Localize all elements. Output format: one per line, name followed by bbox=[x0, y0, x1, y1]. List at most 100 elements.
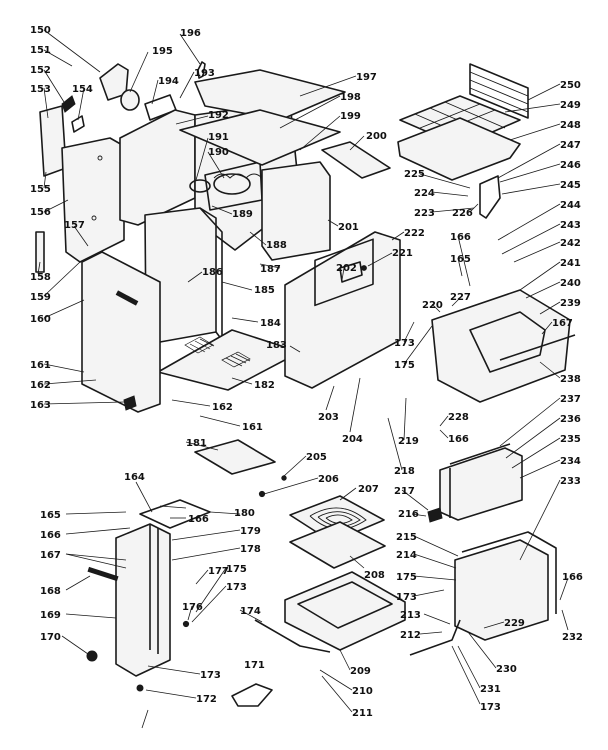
part-214-door bbox=[454, 539, 549, 641]
part-label: 154 bbox=[72, 84, 93, 95]
part-label: 166 bbox=[188, 514, 209, 525]
part-205-screw bbox=[281, 475, 287, 481]
part-label: 241 bbox=[560, 258, 581, 269]
part-202-bracket bbox=[339, 261, 363, 283]
part-195-grommet bbox=[120, 89, 140, 111]
part-label: 214 bbox=[396, 550, 417, 561]
part-208-drip-pan bbox=[289, 521, 386, 569]
part-label: 184 bbox=[260, 318, 281, 329]
part-label: 166 bbox=[562, 572, 583, 583]
part-label: 166 bbox=[448, 434, 469, 445]
part-label: 222 bbox=[404, 228, 425, 239]
part-label: 162 bbox=[212, 402, 233, 413]
part-label: 202 bbox=[336, 263, 357, 274]
part-216-bolt bbox=[427, 507, 443, 523]
part-label: 248 bbox=[560, 120, 581, 131]
part-label: 247 bbox=[560, 140, 581, 151]
part-label: 173 bbox=[480, 702, 501, 713]
part-label: 250 bbox=[560, 80, 581, 91]
part-label: 175 bbox=[396, 572, 417, 583]
part-196-clip bbox=[197, 61, 206, 79]
part-label: 236 bbox=[560, 414, 581, 425]
part-label: 167 bbox=[552, 318, 573, 329]
part-label: 238 bbox=[560, 374, 581, 385]
part-label: 210 bbox=[352, 686, 373, 697]
part-156-side-panel bbox=[61, 137, 125, 263]
part-label: 157 bbox=[64, 220, 85, 231]
part-label: 215 bbox=[396, 532, 417, 543]
part-239-door-window bbox=[469, 311, 546, 373]
part-222-front-frame bbox=[284, 231, 401, 389]
leader-lines bbox=[37, 29, 569, 729]
part-156-hole-1 bbox=[97, 155, 103, 161]
part-label: 195 bbox=[152, 46, 173, 57]
part-192-back-panel bbox=[119, 109, 196, 226]
part-152-knob bbox=[61, 95, 76, 113]
part-label: 162 bbox=[30, 380, 51, 391]
part-label: 211 bbox=[352, 708, 373, 719]
part-label: 239 bbox=[560, 298, 581, 309]
part-number-labels: 150 151 152 153 154 155 156 157 158 159 … bbox=[30, 25, 583, 719]
part-label: 168 bbox=[40, 586, 61, 597]
part-label: 223 bbox=[414, 208, 435, 219]
part-label: 199 bbox=[340, 111, 361, 122]
part-label: 213 bbox=[400, 610, 421, 621]
part-label: 194 bbox=[158, 76, 179, 87]
part-171-burner-valve bbox=[231, 683, 273, 707]
part-label: 166 bbox=[40, 530, 61, 541]
part-label: 151 bbox=[30, 45, 51, 56]
part-label: 219 bbox=[398, 436, 419, 447]
part-label: 164 bbox=[124, 472, 145, 483]
part-label: 180 bbox=[234, 508, 255, 519]
part-label: 179 bbox=[240, 526, 261, 537]
part-239-door-outer bbox=[431, 289, 571, 403]
part-174-rail bbox=[254, 619, 331, 653]
part-label: 181 bbox=[186, 438, 207, 449]
part-label: 165 bbox=[40, 510, 61, 521]
part-160-front-panel bbox=[81, 251, 161, 413]
part-label: 237 bbox=[560, 394, 581, 405]
part-label: 174 bbox=[240, 606, 261, 617]
part-label: 203 bbox=[318, 412, 339, 423]
part-label: 191 bbox=[208, 132, 229, 143]
part-184-vent-grille bbox=[184, 336, 251, 368]
part-200-filter bbox=[321, 141, 391, 179]
part-label: 165 bbox=[450, 254, 471, 265]
part-label: 208 bbox=[364, 570, 385, 581]
part-170-knob bbox=[86, 650, 98, 662]
part-190-element bbox=[213, 173, 251, 195]
part-label: 220 bbox=[422, 300, 443, 311]
part-label: 226 bbox=[452, 208, 473, 219]
part-label: 231 bbox=[480, 684, 501, 695]
part-250-rack bbox=[469, 63, 529, 119]
part-label: 155 bbox=[30, 184, 51, 195]
part-label: 232 bbox=[562, 632, 583, 643]
part-185-panel bbox=[199, 207, 223, 341]
part-label: 240 bbox=[560, 278, 581, 289]
part-label: 163 bbox=[30, 400, 51, 411]
part-label: 170 bbox=[40, 632, 61, 643]
part-label: 200 bbox=[366, 131, 387, 142]
part-label: 150 bbox=[30, 25, 51, 36]
parts-drawings bbox=[35, 61, 576, 707]
part-label: 198 bbox=[340, 92, 361, 103]
part-215-door-frame bbox=[461, 531, 557, 614]
part-248-broiler-pan bbox=[397, 117, 521, 181]
part-212-handle bbox=[409, 619, 461, 656]
part-label: 242 bbox=[560, 238, 581, 249]
part-197-top-panel bbox=[194, 69, 346, 121]
part-150-trim bbox=[99, 63, 129, 101]
part-label: 186 bbox=[202, 267, 223, 278]
part-label: 224 bbox=[414, 188, 435, 199]
part-236-panel bbox=[449, 443, 511, 518]
part-label: 228 bbox=[448, 412, 469, 423]
part-156-hole-2 bbox=[91, 215, 97, 221]
part-label: 233 bbox=[560, 476, 581, 487]
part-label: 246 bbox=[560, 160, 581, 171]
part-222-opening-1 bbox=[314, 238, 374, 307]
part-label: 206 bbox=[318, 474, 339, 485]
part-label: 158 bbox=[30, 272, 51, 283]
part-label: 217 bbox=[394, 486, 415, 497]
part-209-drawer bbox=[284, 571, 406, 651]
